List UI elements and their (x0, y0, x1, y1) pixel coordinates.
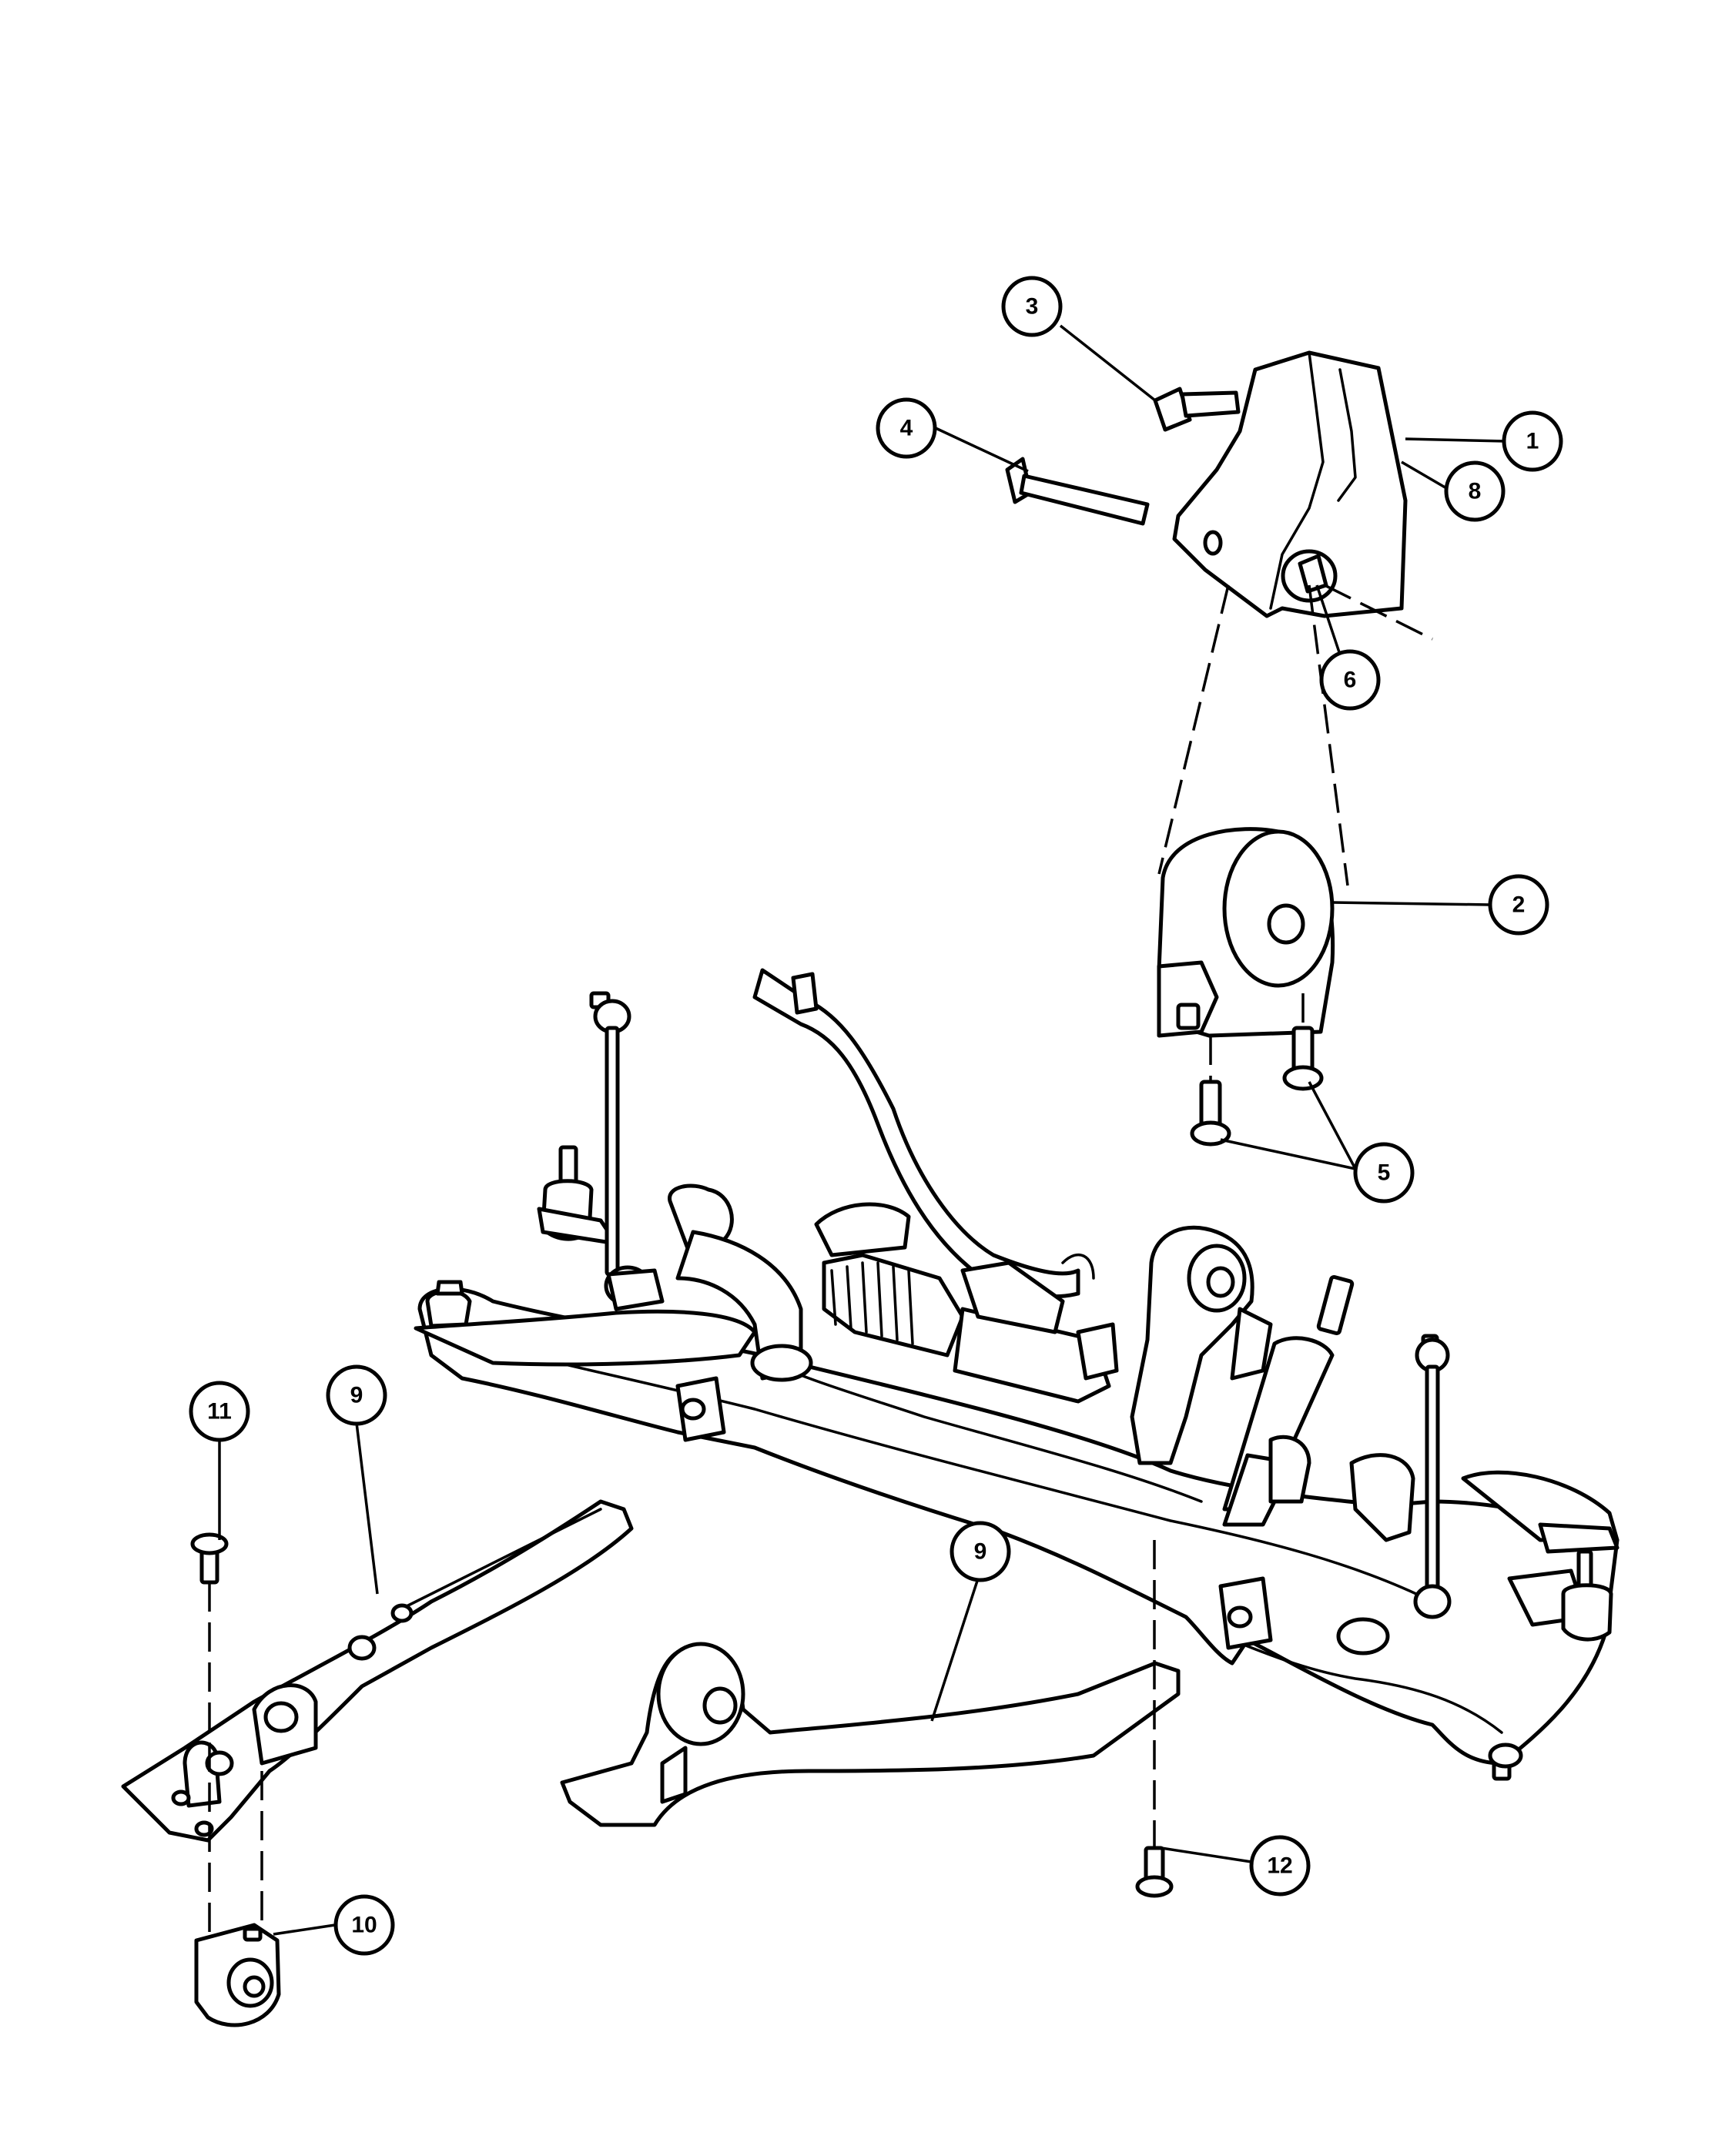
steering-gear (814, 1202, 1119, 1404)
callout-1: 1 (1502, 410, 1563, 472)
callout-11: 11 (189, 1381, 250, 1442)
callout-4: 4 (876, 397, 937, 459)
callout-12: 12 (1249, 1835, 1311, 1897)
bolt-3 (1153, 387, 1241, 432)
svg-text:9: 9 (350, 1383, 363, 1408)
callout-5: 5 (1353, 1142, 1415, 1204)
svg-text:9: 9 (974, 1539, 987, 1565)
callout-10: 10 (333, 1894, 395, 1956)
callout-9-left: 9 (326, 1364, 387, 1426)
svg-text:6: 6 (1344, 668, 1357, 693)
right-stabilizer-link (1268, 1334, 1452, 1619)
front-crossmember (417, 1287, 1619, 1766)
svg-text:10: 10 (351, 1913, 377, 1938)
svg-text:1: 1 (1526, 429, 1539, 454)
bolts-5 (1190, 1026, 1324, 1147)
svg-text:11: 11 (207, 1399, 232, 1424)
callout-6: 6 (1319, 649, 1381, 711)
left-tower-mount (668, 1183, 813, 1382)
right-tower-mount (1130, 1225, 1273, 1465)
callout-2: 2 (1488, 874, 1549, 936)
bolt-12 (1135, 1846, 1174, 1898)
insulator-10 (194, 1923, 281, 2027)
callout-3: 3 (1001, 276, 1063, 337)
svg-text:5: 5 (1378, 1160, 1391, 1186)
bolt-4 (1005, 457, 1150, 526)
svg-text:12: 12 (1267, 1853, 1292, 1879)
alignment-lines (208, 584, 1433, 1940)
right-transmission-bracket (560, 1642, 1181, 1827)
svg-text:4: 4 (900, 416, 913, 441)
stabilizer-bar (752, 968, 1080, 1299)
left-ball-joint (537, 1145, 618, 1246)
right-ball-joint (1488, 1522, 1619, 1781)
svg-text:3: 3 (1026, 294, 1039, 320)
left-control-arm (414, 1280, 757, 1367)
callout-8: 8 (1444, 460, 1506, 522)
mount-insulator (1157, 827, 1335, 1038)
callout-9-right: 9 (950, 1521, 1011, 1582)
left-stabilizer-link (589, 991, 665, 1311)
left-transmission-bracket (121, 1499, 634, 1843)
svg-text:8: 8 (1469, 479, 1482, 504)
svg-text:2: 2 (1512, 892, 1526, 918)
bolt-11 (190, 1532, 229, 1585)
